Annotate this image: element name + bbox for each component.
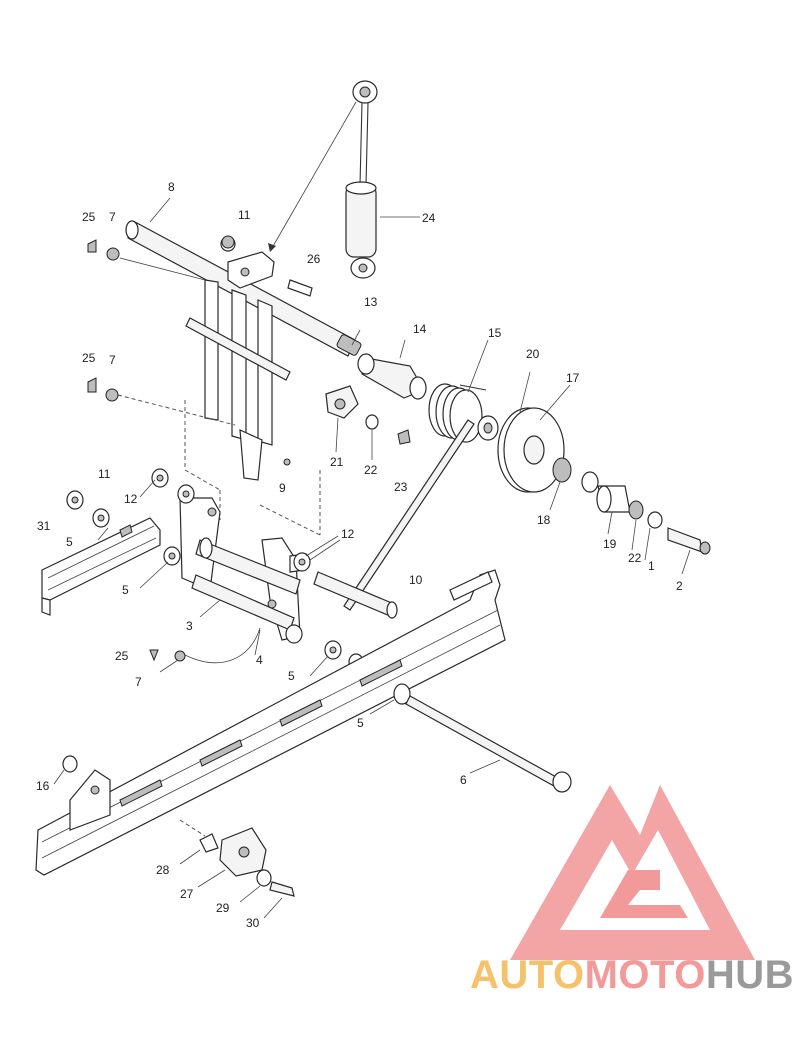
callout-25: 25 xyxy=(82,351,96,365)
callout-1: 1 xyxy=(648,559,655,573)
callout-11: 11 xyxy=(98,467,111,481)
callout-3: 3 xyxy=(186,619,193,633)
lower-long-bolt xyxy=(369,683,572,793)
logo-word-hub: HUB xyxy=(706,953,794,997)
idler-spring-cluster xyxy=(325,329,711,575)
upper-cross-shaft xyxy=(125,197,362,357)
callout-labels: 8 25 7 11 26 24 13 14 15 20 17 25 7 21 2… xyxy=(36,180,683,930)
logo-word-auto: AUTO xyxy=(470,953,585,997)
callout-16: 16 xyxy=(36,779,50,793)
callout-27: 27 xyxy=(180,887,194,901)
callout-31: 31 xyxy=(37,519,51,533)
upper-fasteners xyxy=(87,235,313,466)
callout-15: 15 xyxy=(488,326,502,340)
callout-10: 10 xyxy=(409,573,423,587)
callout-29: 29 xyxy=(216,901,230,915)
callout-7: 7 xyxy=(109,353,116,367)
callout-23: 23 xyxy=(394,480,408,494)
callout-6: 6 xyxy=(460,773,467,787)
callout-13: 13 xyxy=(364,295,378,309)
callout-4: 4 xyxy=(256,653,263,667)
washers-left xyxy=(66,468,364,677)
callout-25: 25 xyxy=(82,210,96,224)
callout-5: 5 xyxy=(66,535,73,549)
shock-absorber xyxy=(268,80,420,279)
callout-7: 7 xyxy=(109,210,116,224)
callout-22: 22 xyxy=(628,551,642,565)
long-link-rod xyxy=(313,419,475,619)
callout-20: 20 xyxy=(526,347,540,361)
logo-word-moto: MOTO xyxy=(585,953,706,997)
upper-arm-assembly xyxy=(117,236,321,536)
callout-12: 12 xyxy=(124,492,138,506)
callout-14: 14 xyxy=(413,322,427,336)
callout-17: 17 xyxy=(566,371,580,385)
callout-5: 5 xyxy=(288,669,295,683)
callout-18: 18 xyxy=(537,513,551,527)
left-short-rail xyxy=(41,517,161,616)
logo-g-mark xyxy=(600,870,688,918)
callout-7: 7 xyxy=(135,675,142,689)
bottom-bracket xyxy=(179,819,295,919)
callout-19: 19 xyxy=(603,537,617,551)
callout-11: 11 xyxy=(238,208,251,222)
callout-8: 8 xyxy=(168,180,175,194)
callout-9: 9 xyxy=(279,481,286,495)
callout-30: 30 xyxy=(246,916,260,930)
callout-21: 21 xyxy=(330,455,344,469)
svg-text:AUTOMOTOHUB: AUTOMOTOHUB xyxy=(470,953,794,997)
callout-25: 25 xyxy=(115,649,129,663)
callout-28: 28 xyxy=(156,863,170,877)
callout-12: 12 xyxy=(341,527,355,541)
callout-22: 22 xyxy=(364,463,378,477)
callout-5: 5 xyxy=(357,716,364,730)
automotohub-logo: AUTOMOTOHUB xyxy=(470,785,794,997)
callout-5: 5 xyxy=(122,583,129,597)
callout-24: 24 xyxy=(422,211,436,225)
lower-arm-assembly xyxy=(179,497,341,664)
callout-26: 26 xyxy=(307,252,321,266)
callout-2: 2 xyxy=(676,579,683,593)
long-rail xyxy=(35,569,506,876)
